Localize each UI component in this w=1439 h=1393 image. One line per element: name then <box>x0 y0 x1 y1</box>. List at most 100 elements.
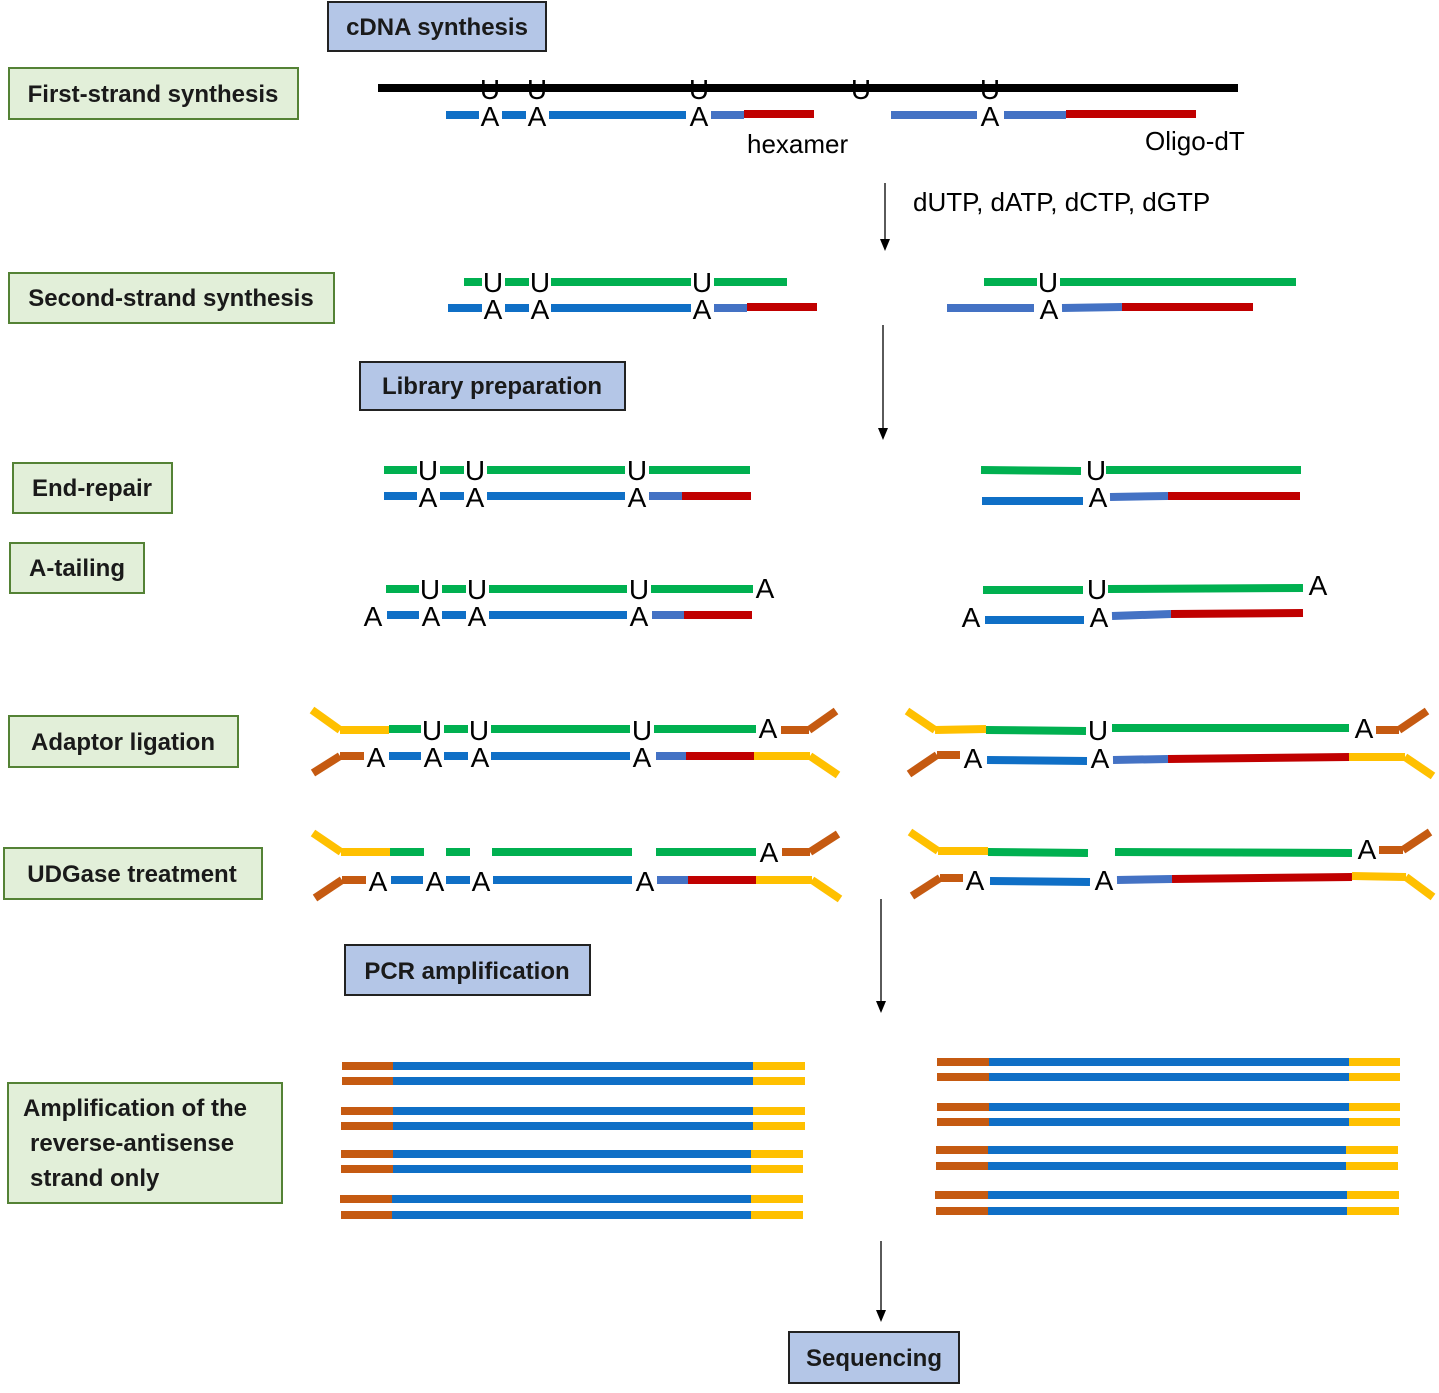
adenine-base: A <box>981 101 1000 132</box>
uracil-base: U <box>980 74 1000 105</box>
stage-pcr-amplification: PCR amplification <box>344 944 591 996</box>
adaptor-orange-segment <box>909 874 943 900</box>
adenine-base: A <box>531 294 550 325</box>
step-udgase: UDGase treatment <box>3 847 263 900</box>
adaptor-yellow-segment <box>934 725 987 734</box>
adenine-base: A <box>1355 713 1374 744</box>
stage-cdna-synthesis: cDNA synthesis <box>327 1 547 52</box>
strand-segments <box>309 84 1436 1219</box>
adenine-base: A <box>1358 834 1377 865</box>
stage-library-preparation: Library preparation <box>359 361 626 411</box>
uracil-base: U <box>689 74 709 105</box>
primer-link-segment <box>1061 303 1123 312</box>
adaptor-yellow-segment <box>809 876 843 903</box>
adenine-base: A <box>1309 570 1328 601</box>
adaptor-orange-segment <box>312 876 345 902</box>
flow-arrows <box>876 183 890 1322</box>
second-strand-segment <box>1107 584 1304 593</box>
uracil-base: U <box>530 267 550 298</box>
adaptor-yellow-segment <box>310 829 344 856</box>
primer-segment <box>1171 873 1353 883</box>
primer-link-segment <box>1111 610 1172 620</box>
adenine-base: A <box>1095 865 1114 896</box>
stage-library-preparation-label: Library preparation <box>382 373 602 400</box>
adaptor-yellow-segment <box>907 828 941 855</box>
uracil-base: U <box>1038 267 1058 298</box>
uracil-base: U <box>420 574 440 605</box>
adenine-base: A <box>964 743 983 774</box>
step-amplification-line-2: reverse-antisense <box>30 1130 234 1157</box>
uracil-base: U <box>418 455 438 486</box>
nucleotides-label: dUTP, dATP, dCTP, dGTP <box>913 187 1210 217</box>
adaptor-orange-segment <box>807 830 841 856</box>
adaptor-orange-segment <box>906 751 940 778</box>
adenine-base: A <box>756 573 775 604</box>
step-end-repair: End-repair <box>12 462 173 514</box>
adenine-base: A <box>690 101 709 132</box>
adenine-base: A <box>367 742 386 773</box>
adenine-base: A <box>466 482 485 513</box>
stage-sequencing-label: Sequencing <box>806 1345 942 1372</box>
primer-link-segment <box>1109 492 1169 501</box>
adenine-base: A <box>636 866 655 897</box>
adenine-base: A <box>364 601 383 632</box>
uracil-base: U <box>465 455 485 486</box>
stage-sequencing: Sequencing <box>788 1331 960 1384</box>
adaptor-yellow-segment <box>1403 873 1436 901</box>
step-first-strand: First-strand synthesis <box>8 67 299 120</box>
adenine-base: A <box>1090 602 1109 633</box>
adenine-base: A <box>471 742 490 773</box>
uracil-base: U <box>1087 574 1107 605</box>
adenine-base: A <box>419 482 438 513</box>
adenine-base: A <box>628 482 647 513</box>
adaptor-yellow-segment <box>807 752 841 779</box>
step-adaptor-ligation: Adaptor ligation <box>8 715 239 768</box>
primer-segment <box>1170 609 1304 618</box>
adenine-base: A <box>1089 482 1108 513</box>
primer-segment <box>1167 753 1350 763</box>
adaptor-yellow-segment <box>1402 753 1436 780</box>
stage-cdna-synthesis-label: cDNA synthesis <box>346 14 528 41</box>
uracil-base: U <box>692 267 712 298</box>
adaptor-yellow-segment <box>309 706 343 734</box>
adenine-base: A <box>1091 743 1110 774</box>
stage-pcr-amplification-label: PCR amplification <box>364 958 569 985</box>
adenine-base: A <box>528 101 547 132</box>
adaptor-yellow-segment <box>904 707 938 734</box>
uracil-base: U <box>527 74 547 105</box>
step-second-strand-label: Second-strand synthesis <box>28 285 313 312</box>
oligo-dt-label: Oligo-dT <box>1145 126 1245 156</box>
uracil-base: U <box>629 574 649 605</box>
adenine-base: A <box>693 294 712 325</box>
uracil-base: U <box>483 267 503 298</box>
primer-link-segment <box>1116 875 1173 884</box>
adenine-base: A <box>962 602 981 633</box>
adenine-base: A <box>633 742 652 773</box>
step-a-tailing-label: A-tailing <box>29 555 125 582</box>
first-strand-segment <box>989 877 1091 886</box>
uracil-base: U <box>467 574 487 605</box>
adaptor-orange-segment <box>310 752 343 777</box>
adenine-base: A <box>484 294 503 325</box>
adenine-base: A <box>759 713 778 744</box>
adenine-base: A <box>468 601 487 632</box>
uracil-base: U <box>851 74 871 105</box>
adaptor-orange-segment <box>806 707 839 734</box>
second-strand-segment <box>1114 848 1353 857</box>
uracil-base: U <box>1088 715 1108 746</box>
uracil-base: U <box>480 74 500 105</box>
hexamer-label: hexamer <box>747 129 848 159</box>
adenine-base: A <box>472 866 491 897</box>
first-strand-segment <box>986 756 1088 765</box>
uracil-base: U <box>1086 455 1106 486</box>
step-adaptor-ligation-label: Adaptor ligation <box>31 729 215 756</box>
adaptor-yellow-segment <box>1351 872 1407 881</box>
adenine-base: A <box>630 601 649 632</box>
adenine-base: A <box>1040 294 1059 325</box>
step-amplification: Amplification of the reverse-antisense s… <box>7 1082 283 1204</box>
adenine-base: A <box>424 742 443 773</box>
uracil-base: U <box>632 715 652 746</box>
